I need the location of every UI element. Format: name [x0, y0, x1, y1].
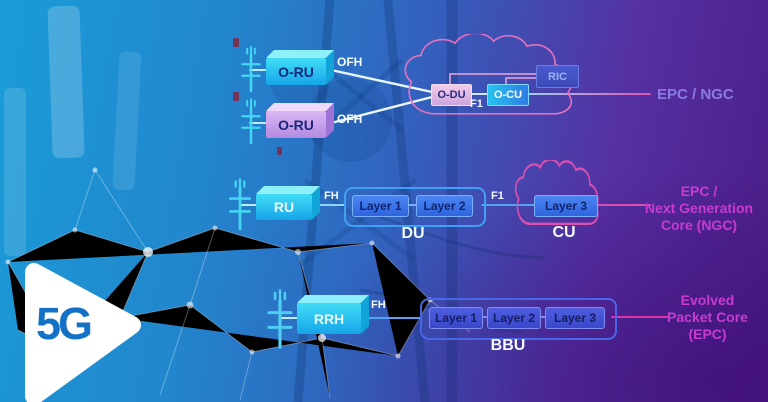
- nr-core-label: EPC / Next Generation Core (NGC): [630, 183, 768, 234]
- nr-layer3-label: Layer 3: [544, 199, 588, 213]
- cu-label: CU: [552, 224, 576, 241]
- nr-layer2-box: Layer 2: [416, 195, 473, 217]
- o-cu-label: O-CU: [493, 89, 523, 101]
- f1-oran-label: F1: [470, 98, 483, 110]
- lte-layer3-box: Layer 3: [545, 307, 605, 329]
- tower-light: [233, 92, 239, 101]
- fh-lte-label: FH: [371, 299, 386, 311]
- lte-layer3-label: Layer 3: [553, 311, 597, 325]
- antenna-icon: [241, 46, 261, 93]
- o-ru-bottom-box: O-RU: [266, 103, 334, 138]
- lte-core-line1: Evolved: [680, 292, 735, 308]
- lte-core-line3: (EPC): [688, 326, 727, 342]
- lte-layer2-label: Layer 2: [492, 311, 536, 325]
- nr-core-line1: EPC /: [680, 183, 718, 199]
- bbu-container: [420, 298, 617, 340]
- rrh-label: RRH: [297, 303, 361, 334]
- nr-core-line2: Next Generation: [644, 200, 754, 216]
- tower-light: [277, 147, 282, 155]
- ru-box: RU: [256, 186, 320, 220]
- bbu-label: BBU: [490, 337, 526, 354]
- ric-label: RIC: [548, 70, 567, 83]
- antenna-icon: [241, 98, 261, 145]
- ofh-top-label: OFH: [337, 55, 363, 69]
- o-cu-box: O-CU: [487, 84, 529, 106]
- antenna-icon: [267, 289, 293, 349]
- ru-label: RU: [256, 194, 312, 220]
- lte-core-line2: Packet Core: [667, 309, 748, 325]
- lte-layer2-box: Layer 2: [487, 307, 541, 329]
- logo-play-triangle: [25, 263, 141, 402]
- du-label: DU: [401, 225, 425, 242]
- logo-5g-text: 5G: [36, 298, 93, 349]
- ofh-bottom-label: OFH: [337, 112, 363, 126]
- o-ru-top-label: O-RU: [266, 58, 326, 85]
- fh-nr-label: FH: [324, 190, 339, 202]
- nr-layer3-box: Layer 3: [534, 195, 598, 217]
- o-ru-top-box: O-RU: [266, 50, 334, 85]
- ric-box: RIC: [536, 65, 579, 88]
- nr-core-line3: Core (NGC): [660, 217, 738, 233]
- f1-nr-label: F1: [491, 190, 504, 202]
- nr-layer1-label: Layer 1: [359, 199, 402, 213]
- o-du-label: O-DU: [437, 89, 466, 101]
- lte-layer1-label: Layer 1: [434, 311, 478, 325]
- du-container: [344, 187, 486, 227]
- nr-layer1-box: Layer 1: [352, 195, 409, 217]
- o-du-box: O-DU: [431, 84, 472, 106]
- oran-core-label: EPC / NGC: [657, 86, 734, 103]
- nr-layer2-label: Layer 2: [423, 199, 466, 213]
- rrh-box: RRH: [297, 295, 369, 334]
- tower-light: [233, 38, 239, 47]
- antenna-icon: [229, 178, 251, 231]
- o-ru-bottom-label: O-RU: [266, 111, 326, 138]
- lte-core-label: Evolved Packet Core (EPC): [650, 292, 765, 343]
- lte-layer1-box: Layer 1: [429, 307, 483, 329]
